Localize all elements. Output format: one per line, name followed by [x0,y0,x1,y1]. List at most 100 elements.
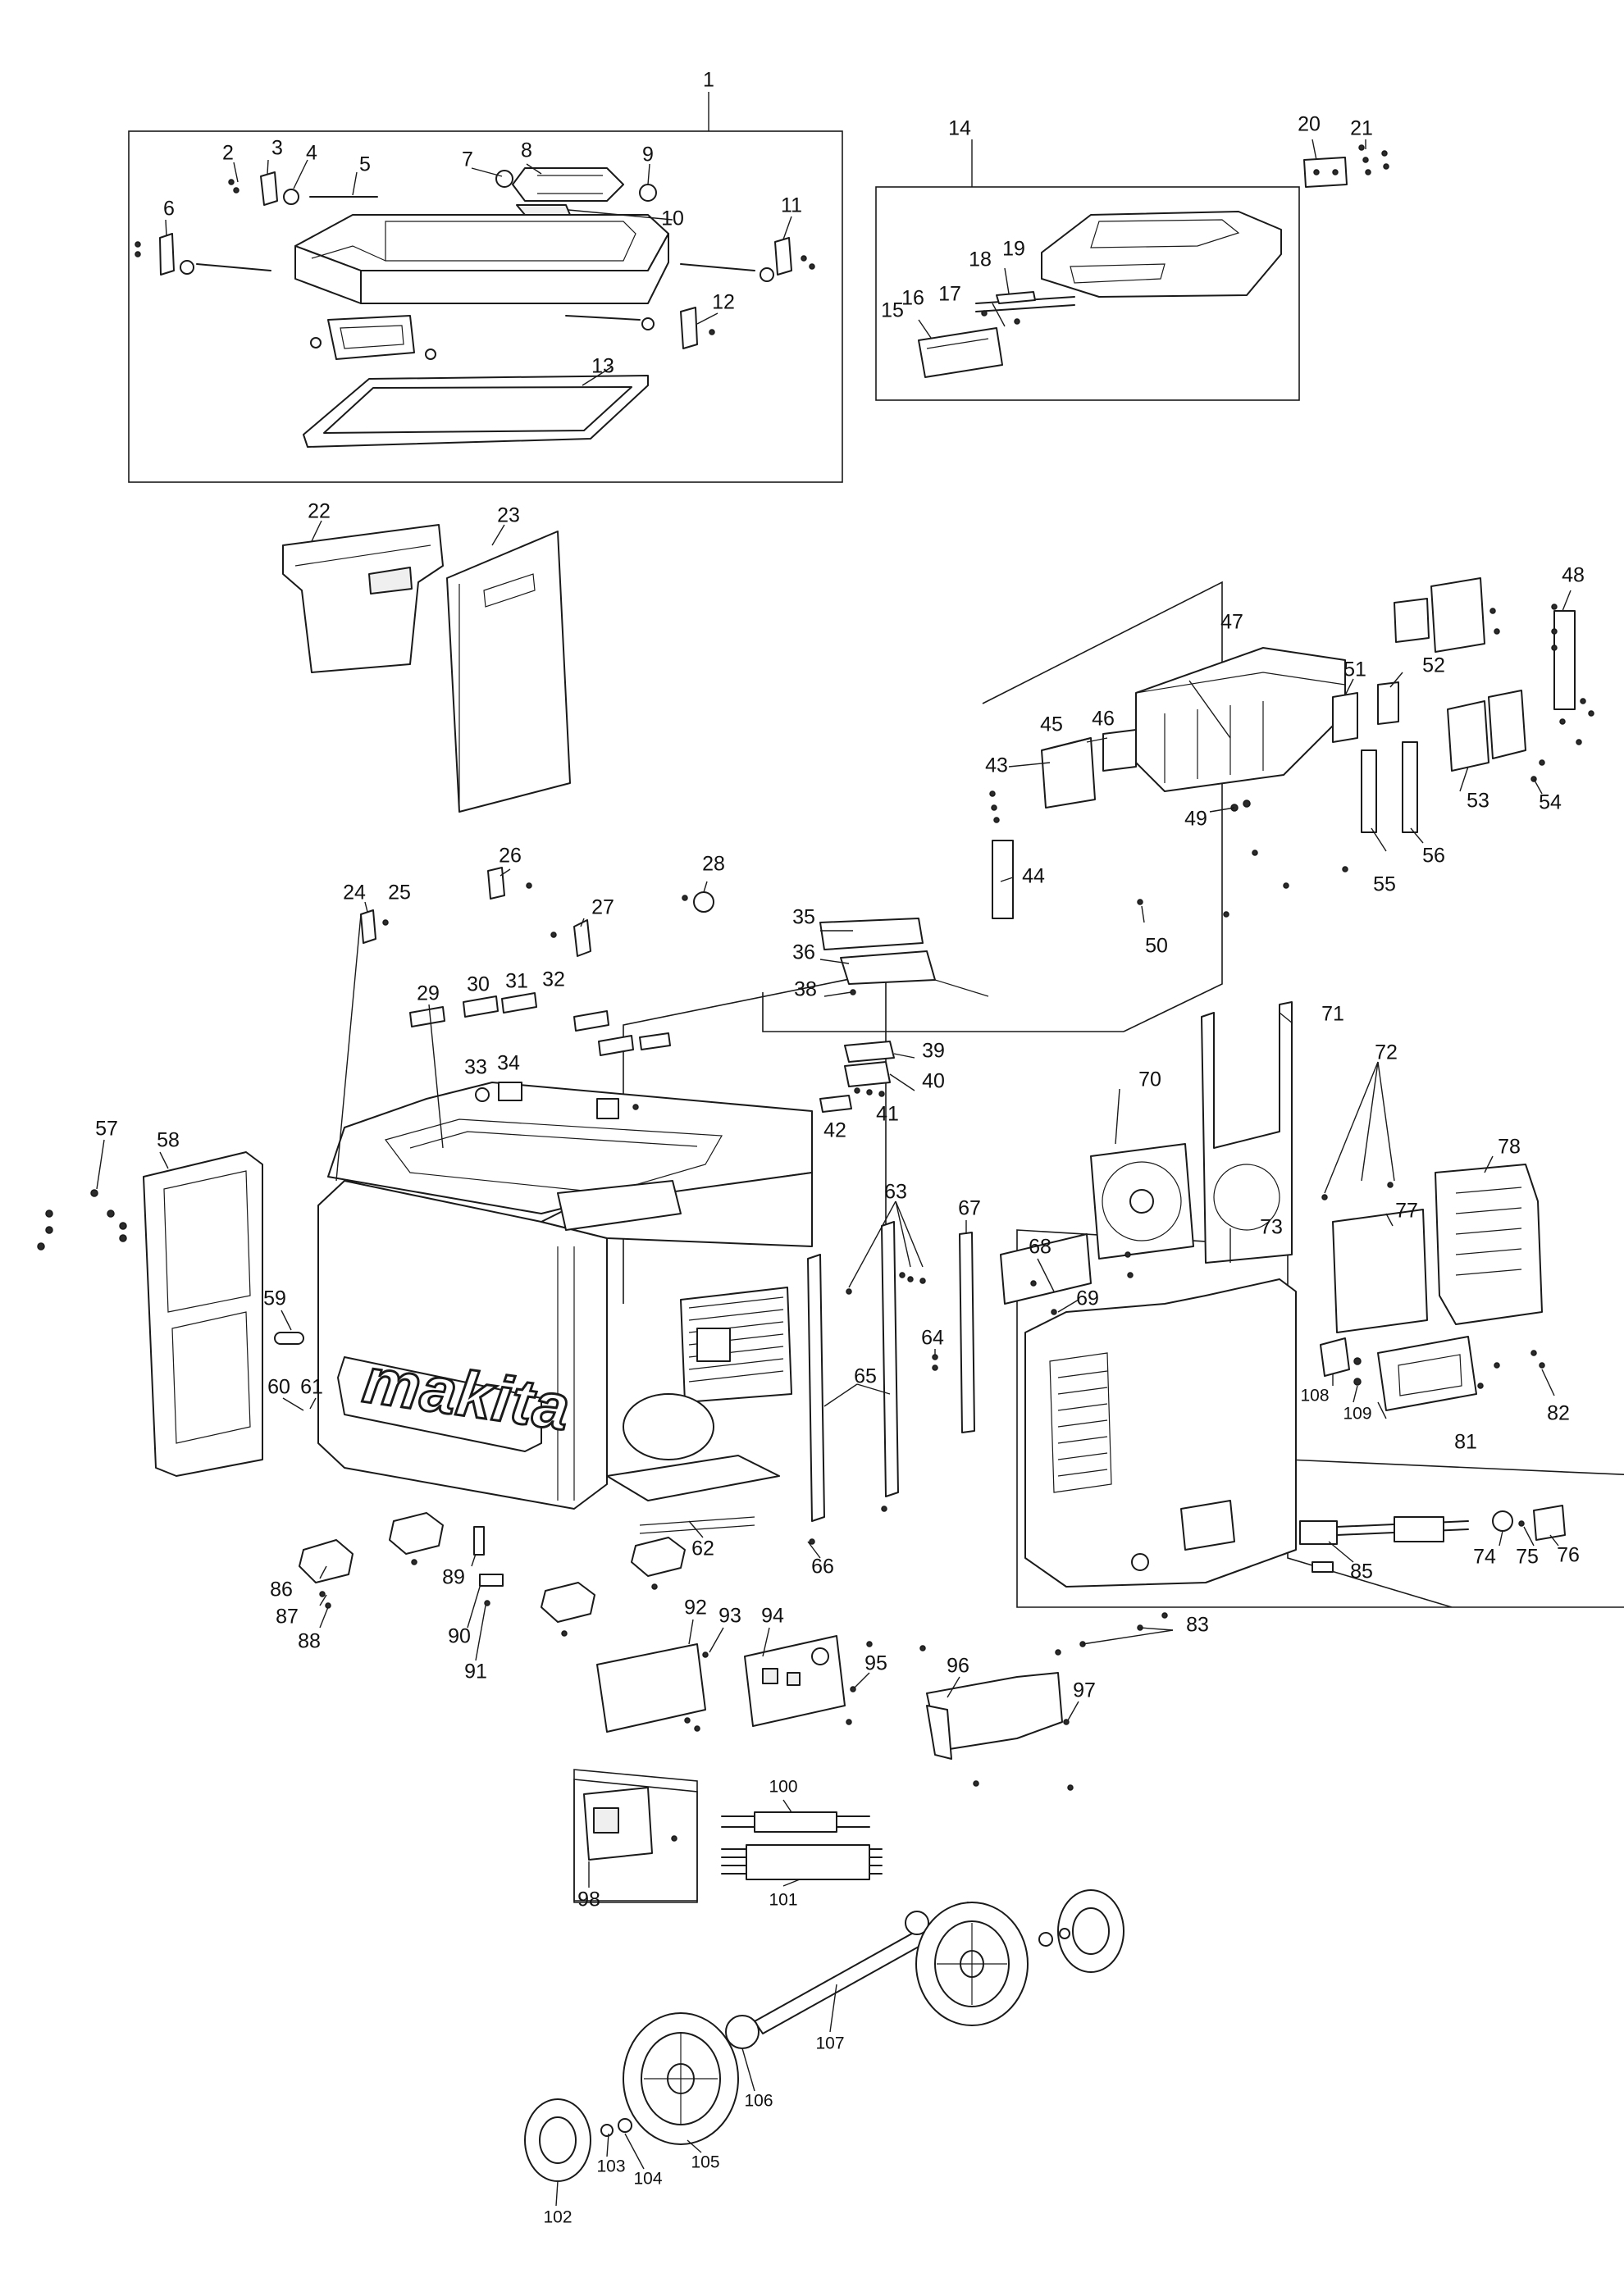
callout-19: 19 [1002,238,1025,261]
callout-18: 18 [969,248,992,271]
callout-36: 36 [792,941,815,964]
callout-38: 38 [794,978,817,1001]
callout-50: 50 [1145,935,1168,958]
callout-98: 98 [577,1888,600,1911]
callout-48: 48 [1562,564,1585,587]
callout-45: 45 [1040,713,1063,736]
callout-17: 17 [938,283,961,306]
callout-96: 96 [947,1655,969,1678]
callout-25: 25 [388,882,411,904]
battery-box [989,577,1594,919]
callout-46: 46 [1092,708,1115,731]
callout-22: 22 [308,500,331,523]
divider-panel [446,531,571,813]
callout-21: 21 [1350,117,1373,140]
feet-and-boards [299,1512,1074,1880]
display-parts [409,918,989,1119]
callout-59: 59 [263,1287,286,1310]
callout-10: 10 [661,207,684,230]
rear-cover [1024,1164,1566,1656]
callout-28: 28 [702,853,725,876]
callout-47: 47 [1220,611,1243,634]
drawer-assembly-frame [875,186,1300,401]
callout-51: 51 [1343,658,1366,681]
callout-64: 64 [921,1327,944,1350]
callout-77: 77 [1395,1200,1418,1223]
callout-97: 97 [1073,1679,1096,1702]
callout-6: 6 [163,198,175,221]
callout-82: 82 [1547,1402,1570,1425]
callout-88: 88 [298,1630,321,1653]
callout-7: 7 [462,148,473,171]
callout-26: 26 [499,845,522,868]
callout-42: 42 [823,1119,846,1142]
callout-109: 109 [1343,1405,1371,1424]
callout-71: 71 [1321,1003,1344,1026]
callout-76: 76 [1557,1544,1580,1567]
callout-27: 27 [591,896,614,919]
callout-62: 62 [691,1538,714,1560]
callout-73: 73 [1260,1216,1283,1239]
callout-107: 107 [815,2034,844,2053]
callout-49: 49 [1184,808,1207,831]
callout-93: 93 [718,1605,741,1628]
drawer-assembly [918,211,1282,378]
callout-86: 86 [270,1578,293,1601]
side-handle [37,1151,304,1477]
lid-assembly-frame [128,130,843,483]
callout-105: 105 [691,2153,719,2172]
callout-54: 54 [1539,791,1562,814]
callout-33: 33 [464,1056,487,1079]
callout-35: 35 [792,906,815,929]
callout-39: 39 [922,1040,945,1063]
compressor-assembly [606,1287,792,1534]
callout-89: 89 [442,1566,465,1589]
basket [282,524,444,673]
callout-69: 69 [1076,1287,1099,1310]
callout-5: 5 [359,153,371,176]
callout-95: 95 [864,1652,887,1675]
callout-66: 66 [811,1556,834,1578]
callout-43: 43 [985,754,1008,777]
callout-87: 87 [276,1606,299,1629]
callout-40: 40 [922,1070,945,1093]
callout-9: 9 [642,144,654,166]
leader-lines [96,92,1572,2207]
callout-104: 104 [633,2170,662,2189]
callout-15: 15 [881,299,904,322]
callout-108: 108 [1300,1387,1329,1405]
callout-102: 102 [543,2208,572,2227]
callout-81: 81 [1454,1431,1477,1454]
callout-56: 56 [1422,845,1445,868]
callout-68: 68 [1029,1236,1051,1259]
callout-52: 52 [1422,654,1445,677]
callout-83: 83 [1186,1614,1209,1637]
fan-and-brackets [807,1001,1402,1545]
callout-20: 20 [1298,113,1321,136]
callout-30: 30 [467,973,490,996]
callout-63: 63 [884,1181,907,1204]
callout-74: 74 [1473,1546,1496,1569]
callout-55: 55 [1373,873,1396,896]
callout-72: 72 [1375,1041,1398,1064]
callout-44: 44 [1022,865,1045,888]
callout-8: 8 [521,139,532,162]
callout-94: 94 [761,1605,784,1628]
callout-91: 91 [464,1660,487,1683]
callout-70: 70 [1138,1068,1161,1091]
callout-32: 32 [542,968,565,991]
callout-16: 16 [901,287,924,310]
callout-60: 60 [267,1376,290,1399]
callout-29: 29 [417,982,440,1005]
wheel-assembly [524,1889,1124,2182]
callout-100: 100 [769,1778,797,1797]
callout-101: 101 [769,1891,797,1910]
callout-65: 65 [854,1365,877,1388]
callout-75: 75 [1516,1546,1539,1569]
hinge-plate [1303,144,1389,188]
control-board-frame [573,1779,698,1903]
callout-numbers: 1 2 3 4 5 6 7 8 9 10 11 12 13 14 15 16 1… [95,69,1585,2227]
callout-31: 31 [505,970,528,993]
callout-3: 3 [271,137,283,160]
